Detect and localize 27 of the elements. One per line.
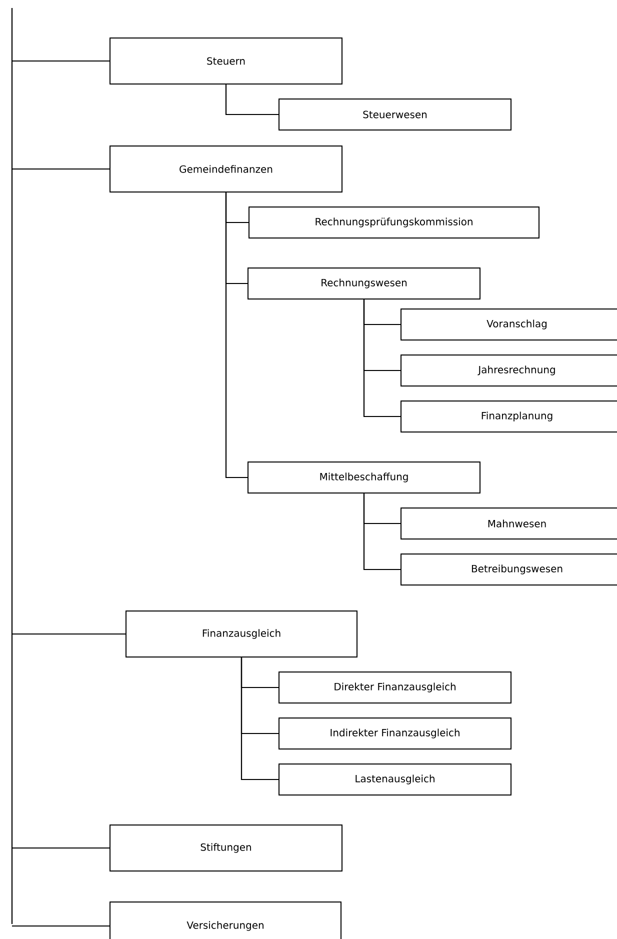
box: Rechnungswesen — [248, 268, 480, 300]
box: Lastenausgleich — [278, 764, 512, 796]
connector-line — [363, 494, 400, 570]
connector-line — [12, 60, 110, 62]
box: Mittelbeschaffung — [248, 462, 480, 494]
box: Betreibungswesen — [400, 554, 617, 586]
box: Versicherungen — [110, 902, 342, 939]
box: Steuern — [110, 38, 342, 84]
box: Finanzplanung — [400, 400, 617, 432]
box: Jahresrechnung — [400, 354, 617, 386]
box: Gemeindefinanzen — [110, 146, 342, 192]
box: Rechnungsprüfungskommission — [248, 206, 540, 238]
box: Indirekter Finanzausgleich — [278, 718, 512, 750]
connector-line — [12, 925, 110, 927]
box: Voranschlag — [400, 308, 617, 340]
connector-line — [240, 658, 278, 780]
connector-line — [225, 84, 278, 116]
box: Steuerwesen — [278, 98, 512, 130]
connector-line — [363, 300, 400, 418]
connector-line — [12, 847, 110, 849]
box: Direkter Finanzausgleich — [278, 672, 512, 704]
box: Stiftungen — [110, 824, 342, 872]
connector-line — [12, 633, 126, 635]
box: Mahnwesen — [400, 508, 617, 540]
box: Finanzausgleich — [126, 610, 358, 658]
connector-line — [12, 168, 110, 170]
connector-line — [225, 192, 248, 478]
